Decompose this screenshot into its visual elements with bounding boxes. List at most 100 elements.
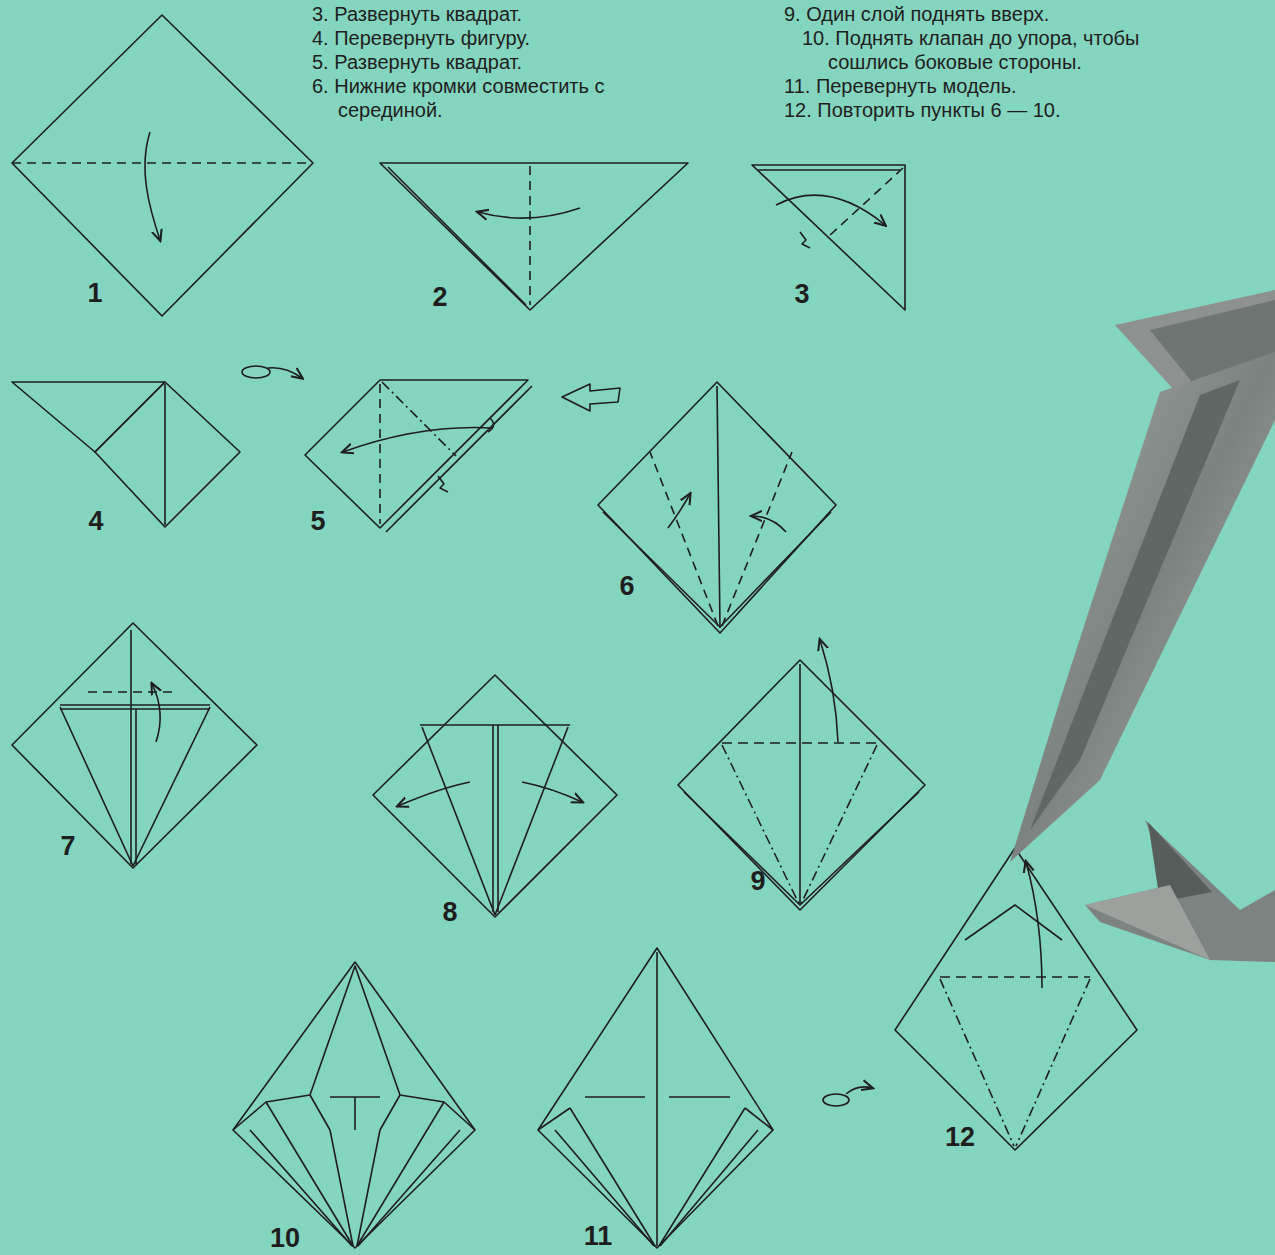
step-figure (678, 640, 925, 910)
step-figure (598, 382, 836, 633)
drawing-stroke (799, 664, 801, 905)
drawing-stroke (88, 691, 178, 693)
turn-over-symbol (242, 366, 302, 378)
instruction-step: 5. Развернуть квадрат. (312, 50, 808, 74)
drawing-stroke (659, 1108, 745, 1246)
instruction-step: 9. Один слой поднять вверх. (784, 2, 1270, 26)
drawing-stroke (135, 709, 137, 864)
instruction-step: 12. Повторить пункты 6 — 10. (784, 98, 1270, 122)
drawing-stroke (386, 386, 532, 532)
drawing-stroke (1010, 352, 1275, 862)
drawing-stroke (776, 195, 885, 225)
drawing-stroke (538, 948, 773, 1248)
step-figure (12, 15, 313, 316)
drawing-stroke (398, 782, 470, 806)
drawing-stroke (529, 166, 531, 305)
drawing-stroke (250, 1130, 352, 1246)
step-figure (12, 623, 257, 868)
step-number: 5 (310, 506, 325, 536)
model-photo (1010, 290, 1275, 962)
drawing-stroke (585, 1096, 645, 1098)
drawing-stroke (268, 368, 302, 378)
drawing-stroke (373, 675, 617, 917)
drawing-stroke (800, 745, 877, 906)
step-number: 2 (432, 282, 447, 312)
drawing-stroke (722, 745, 800, 906)
drawing-stroke (828, 168, 903, 237)
step-figure (752, 165, 905, 310)
step-number: 4 (88, 506, 103, 536)
drawing-stroke (233, 962, 475, 1248)
drawing-stroke (678, 660, 925, 910)
drawing-stroke (570, 1108, 655, 1246)
drawing-stroke (242, 366, 270, 378)
drawing-stroke (669, 1096, 730, 1098)
drawing-stroke (145, 132, 160, 240)
drawing-stroke (12, 15, 1137, 1248)
step-figure (380, 163, 688, 310)
step-figure (12, 382, 240, 527)
drawing-stroke (422, 727, 495, 915)
drawing-stroke (354, 1097, 356, 1130)
step-figure (373, 675, 617, 917)
drawing-stroke (357, 1102, 444, 1246)
drawing-stroke (488, 418, 494, 432)
drawing-stroke (1026, 862, 1042, 988)
drawing-stroke (12, 382, 165, 452)
drawing-stroke (330, 1130, 353, 1246)
drawing-stroke (420, 724, 570, 726)
drawing-stroke (357, 1130, 380, 1246)
unfold-arrow (562, 384, 620, 411)
drawing-stroke (965, 905, 1062, 940)
drawing-stroke (60, 704, 210, 706)
drawing-stroke (717, 386, 720, 628)
instruction-step: 10. Поднять клапан до упора, чтобы сошли… (802, 26, 1213, 74)
drawing-stroke (133, 707, 210, 866)
step-figure (233, 962, 475, 1248)
drawing-stroke (380, 163, 688, 310)
drawing-stroke (722, 452, 792, 626)
drawing-stroke (343, 428, 492, 453)
drawing-stroke (660, 1130, 758, 1246)
drawing-stroke (305, 380, 528, 528)
step-figure (895, 848, 1137, 1150)
drawing-stroke (130, 630, 132, 864)
step-number: 1 (87, 278, 102, 308)
drawing-stroke (758, 169, 900, 171)
step-number: 10 (270, 1223, 300, 1253)
step-number: 6 (619, 571, 634, 601)
drawing-stroke (310, 1095, 330, 1130)
drawing-stroke (379, 384, 381, 524)
step-figure (538, 948, 773, 1248)
drawing-stroke (492, 725, 494, 912)
drawing-stroke (12, 15, 313, 316)
step-number: 3 (794, 279, 809, 309)
instruction-step: 6. Нижние кромки совместить с серединой. (312, 74, 703, 122)
drawing-stroke (684, 792, 919, 905)
instruction-step: 11. Перевернуть модель. (784, 74, 1270, 98)
drawing-stroke (940, 976, 1090, 978)
turn-over-symbol (823, 1087, 872, 1106)
drawing-stroke (60, 707, 133, 866)
drawing-stroke (823, 1094, 849, 1106)
drawing-stroke (656, 952, 658, 1246)
drawing-stroke (1030, 380, 1240, 830)
step-figure (305, 380, 532, 532)
drawing-stroke (752, 516, 786, 532)
drawing-stroke (380, 1095, 400, 1130)
drawing-stroke (940, 979, 1014, 1146)
drawing-stroke (1016, 979, 1090, 1146)
drawing-stroke (95, 382, 240, 527)
drawing-stroke (382, 382, 456, 456)
drawing-stroke (846, 1087, 872, 1094)
step-number: 7 (60, 831, 75, 861)
drawing-stroke (745, 1108, 773, 1130)
step-number: 8 (442, 897, 457, 927)
drawing-stroke (358, 1130, 460, 1246)
drawing-stroke (650, 452, 718, 626)
drawing-stroke (495, 727, 568, 915)
instruction-step: 3. Развернуть квадрат. (312, 2, 808, 26)
drawing-stroke (12, 623, 257, 868)
